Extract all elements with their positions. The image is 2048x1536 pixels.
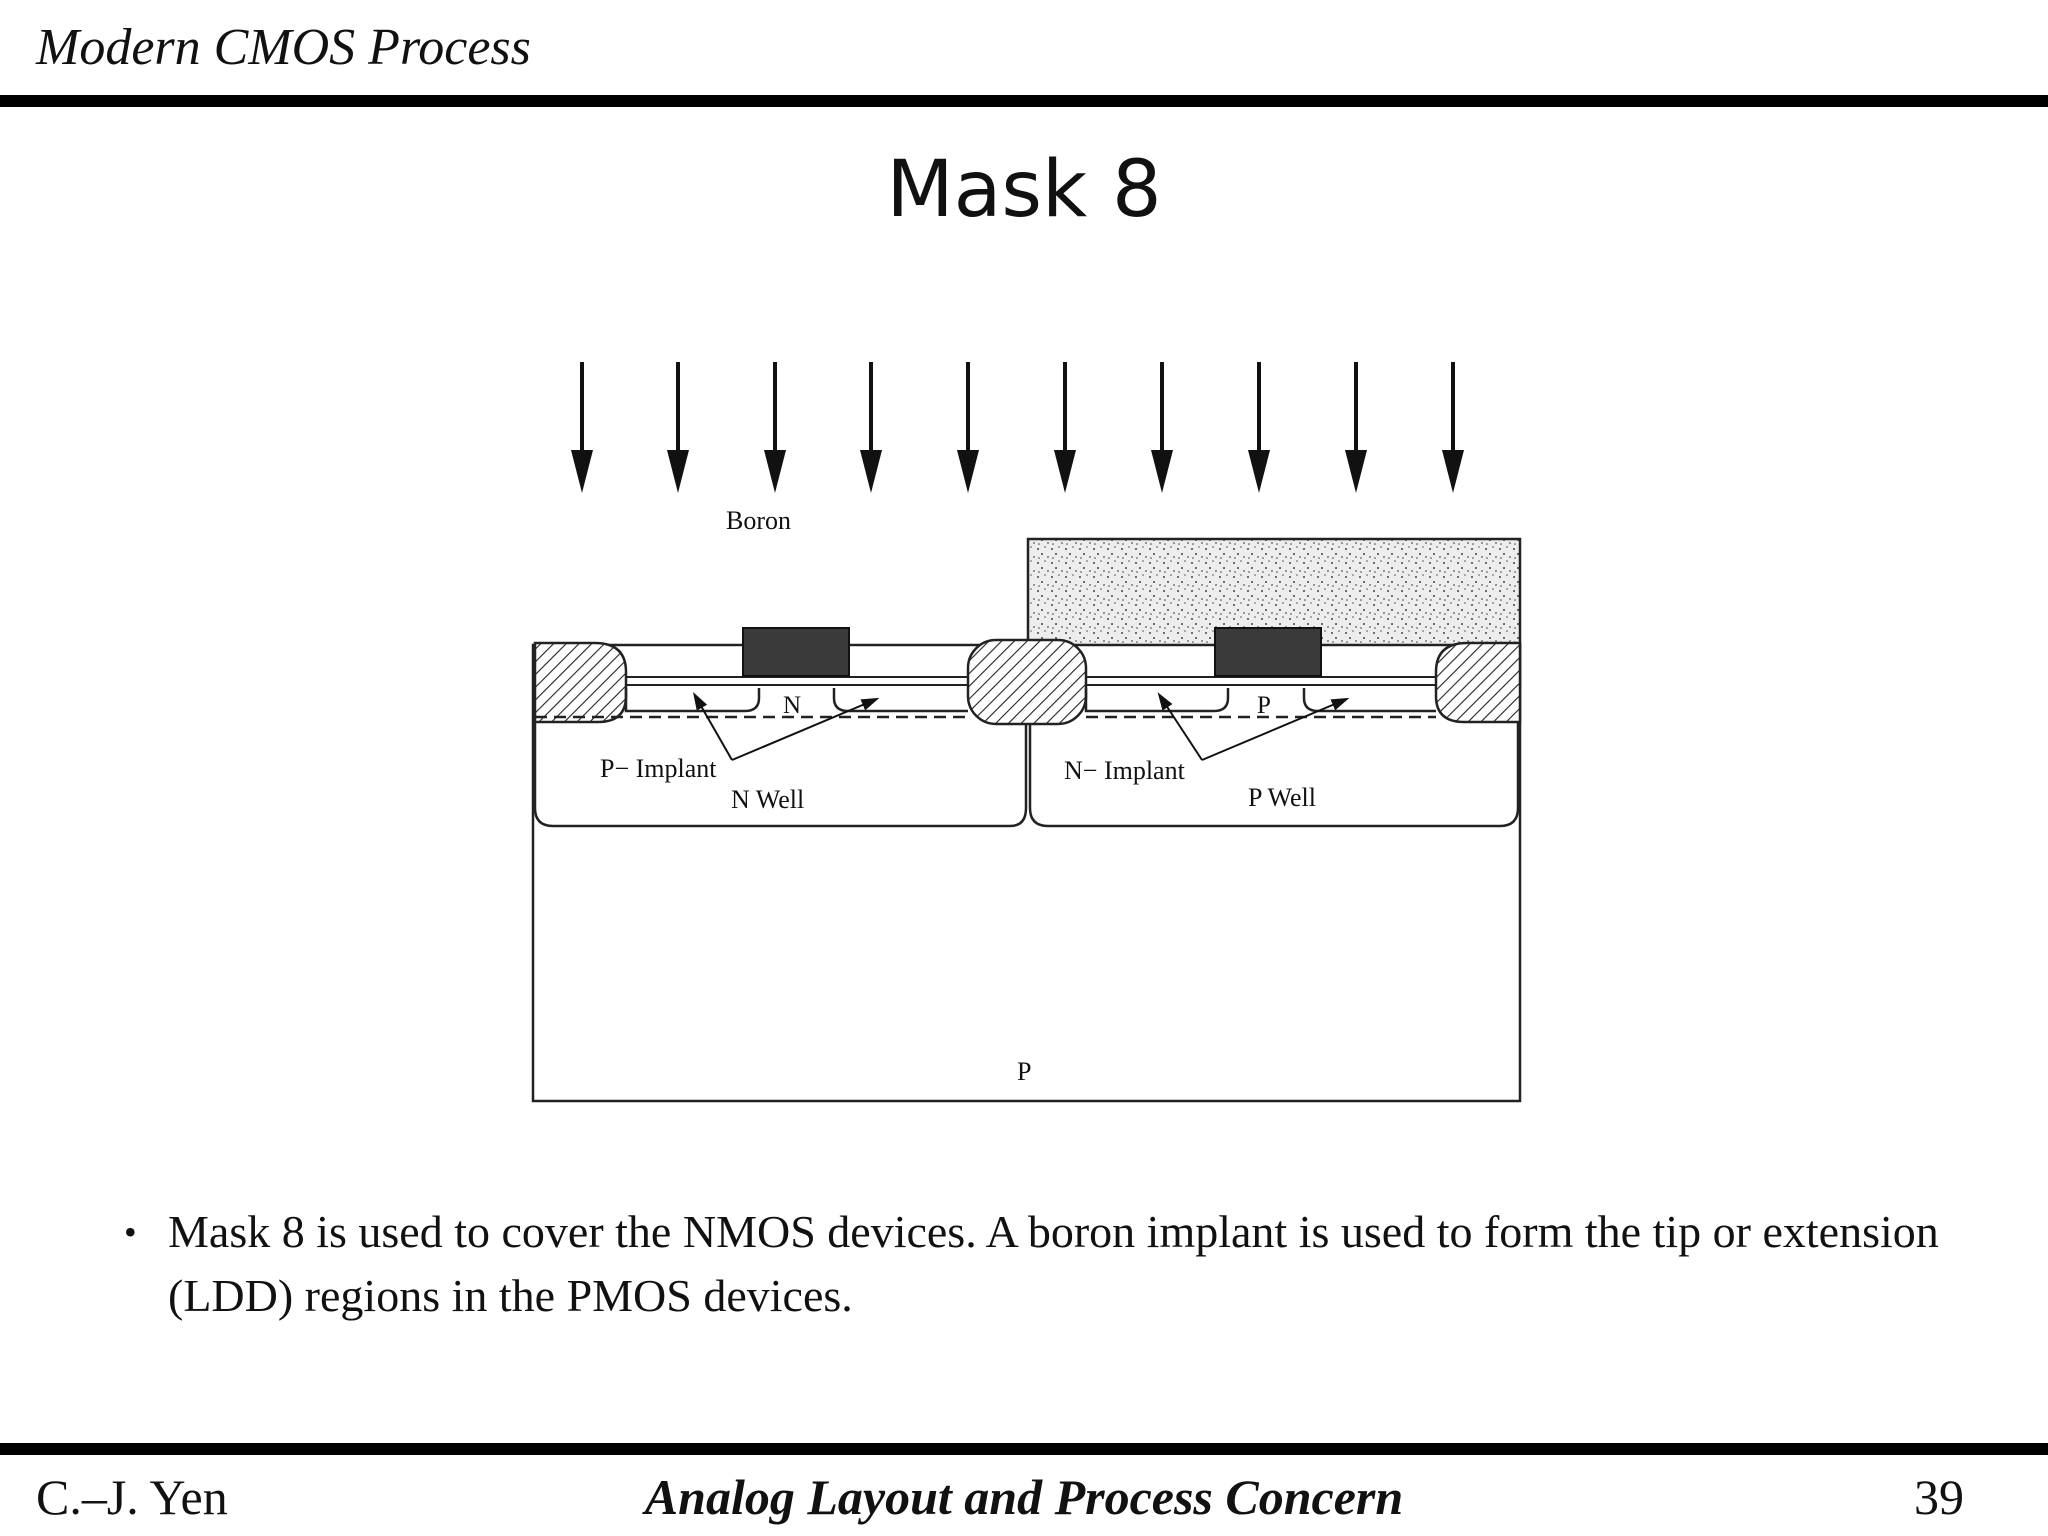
slide-title: Mask 8 — [886, 145, 1162, 235]
gate-oxide-right — [1083, 676, 1437, 686]
bullet-icon: • — [124, 1212, 137, 1252]
p-well — [1028, 700, 1520, 828]
nmos-poly-gate — [1214, 627, 1322, 677]
bullet-item: • Mask 8 is used to cover the NMOS devic… — [118, 1200, 1978, 1328]
footer-rule — [0, 1443, 2048, 1455]
implant-arrow — [667, 362, 689, 493]
implant-arrows — [571, 362, 1464, 493]
implant-arrow — [1151, 362, 1173, 493]
n-well-label: N Well — [731, 785, 804, 814]
bullet-text: Mask 8 is used to cover the NMOS devices… — [168, 1206, 1939, 1321]
page-number: 39 — [1914, 1469, 1964, 1525]
n-ldd-region — [1084, 688, 1230, 713]
p-ldd-region — [624, 688, 761, 713]
boron-label: Boron — [726, 506, 791, 535]
implant-arrow — [860, 362, 882, 493]
field-oxide-center — [966, 638, 1088, 726]
implant-arrow — [764, 362, 786, 493]
n-implant-label: N− Implant — [1064, 756, 1186, 785]
footer-author: C.–J. Yen — [36, 1469, 228, 1525]
implant-arrow — [957, 362, 979, 493]
p-implant-label: P− Implant — [600, 754, 717, 783]
substrate-label: P — [1017, 1057, 1031, 1086]
p-well-label: P Well — [1248, 783, 1316, 812]
implant-arrow — [1442, 362, 1464, 493]
gate-oxide-left — [619, 676, 971, 686]
n-well — [533, 700, 1028, 828]
implant-arrow — [1345, 362, 1367, 493]
header-rule — [0, 95, 2048, 107]
implant-arrow — [1248, 362, 1270, 493]
p-implant-pointers — [693, 692, 880, 761]
implant-arrow — [571, 362, 593, 493]
pmos-poly-gate — [742, 627, 850, 677]
header-title: Modern CMOS Process — [36, 19, 531, 76]
footer-course: Analog Layout and Process Concern — [644, 1469, 1404, 1525]
field-oxide-right — [1434, 641, 1522, 724]
p-region-label: P — [1257, 692, 1271, 719]
n-region-label: N — [783, 692, 801, 719]
implant-arrow — [1054, 362, 1076, 493]
n-implant-pointers — [1157, 692, 1350, 761]
field-oxide-left — [533, 641, 628, 724]
